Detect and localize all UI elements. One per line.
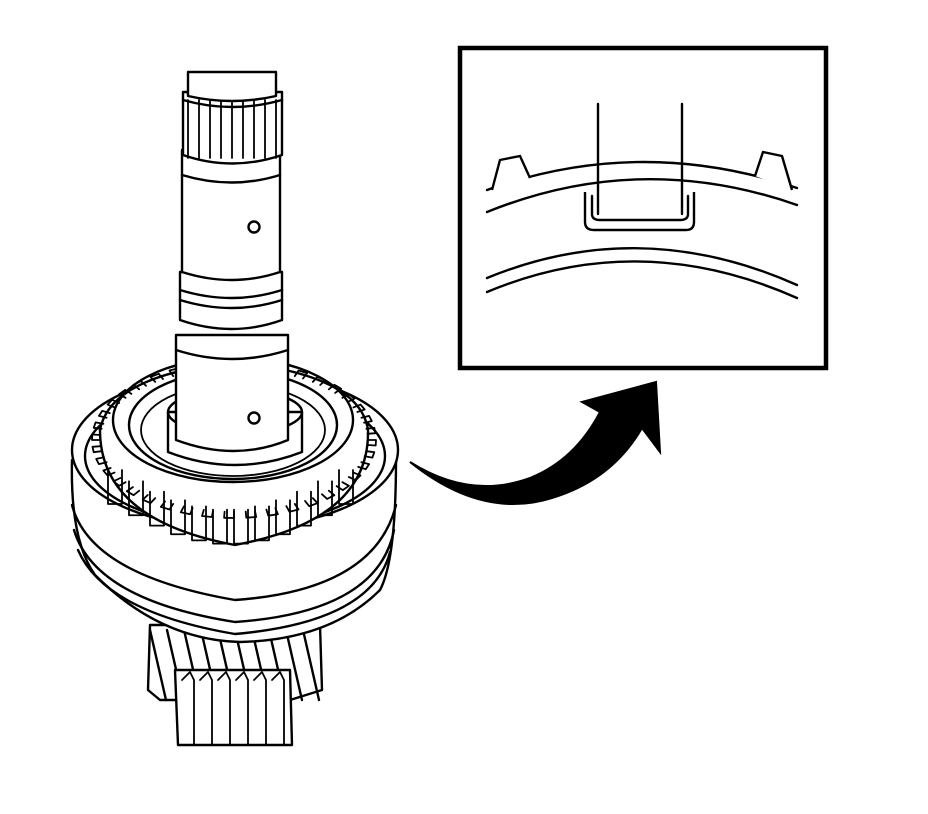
gear-tooth [141,494,157,504]
gear-tooth [106,398,121,409]
gear-tooth [366,439,377,447]
gear-tooth [360,415,373,424]
gear-tooth [254,505,270,542]
gear-tooth [149,490,165,527]
gear-tooth [284,628,304,702]
gear-tooth [98,409,111,419]
gear-tooth [271,671,285,746]
gear-tooth [341,393,356,403]
gear-tooth [107,469,123,505]
gear-tooth [293,369,309,380]
output-shaft [166,70,304,467]
gear-tooth [235,671,249,746]
callout-arrow [409,380,662,505]
gear-tooth [365,426,377,435]
gear-tooth [148,628,168,702]
gear-tooth [128,480,144,517]
gear-tooth [275,499,291,536]
gear-tooth [352,403,366,413]
gear-tooth [363,450,376,459]
gear-tooth [317,480,333,517]
gear-tooth [170,499,186,536]
gear-tooth [301,628,321,702]
gear-tooth [102,467,116,477]
gear-tooth [304,497,319,508]
gear-tooth [217,671,231,746]
lower-helical-gear [146,623,324,747]
gear-tooth [296,490,312,527]
gear-tooth [253,671,267,746]
gear-tooth [181,671,195,746]
gear-tooth [338,469,354,505]
gear-tooth [91,445,103,454]
gear-tooth [212,508,228,545]
gear-tooth [199,671,213,746]
gear-tooth [191,505,207,542]
detail-inset [457,45,829,371]
gear-tooth [92,421,105,430]
gear-tooth [233,508,249,545]
gear-tooth [357,461,370,471]
gear-tooth [95,456,108,465]
gear-tooth [91,433,102,441]
gear-tooth [149,372,164,383]
